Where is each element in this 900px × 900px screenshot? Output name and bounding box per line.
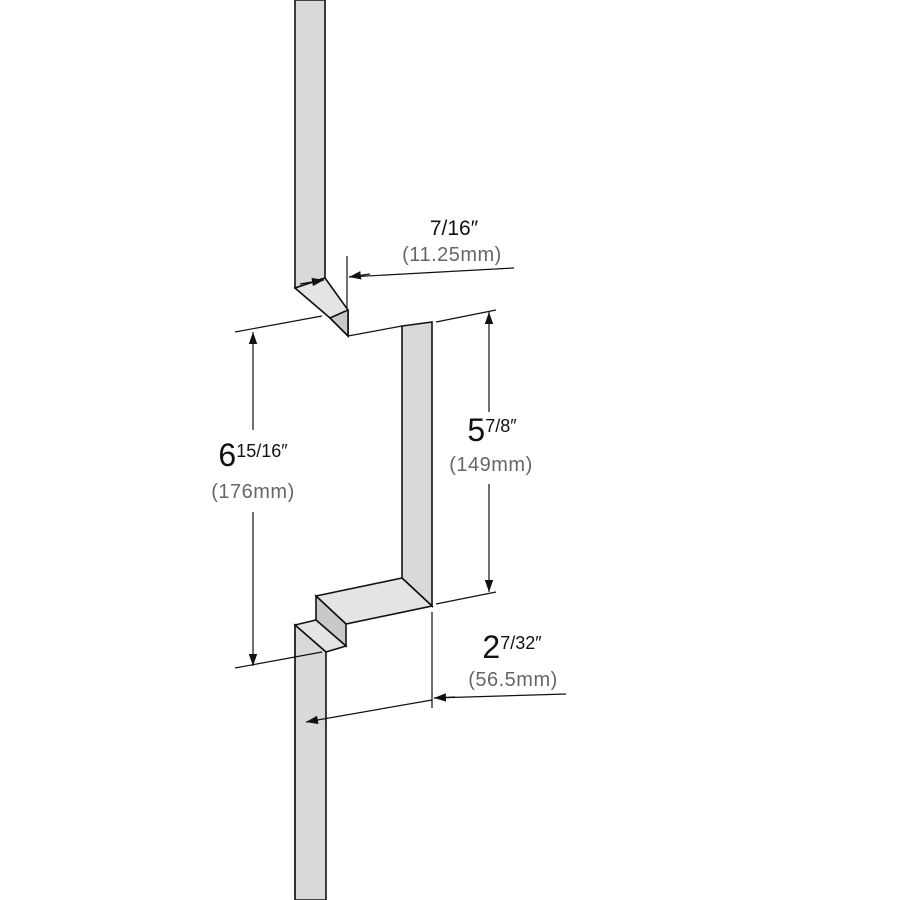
offset-arrow-left [305, 699, 433, 725]
lip-arrow-left [299, 277, 325, 287]
upper-strip-face [294, 0, 326, 290]
offset-arrow-right [433, 693, 456, 702]
dim-overall-height: 615/16″ (176mm) [211, 315, 323, 669]
inner-ext-top [435, 309, 497, 323]
upper-lip-side [328, 308, 349, 338]
offset-metric: (56.5mm) [468, 669, 558, 691]
inner-imperial: 57/8″ [467, 412, 517, 448]
lower-strip-face [294, 623, 327, 900]
upper-strip [293, 0, 349, 338]
middle-web [293, 321, 434, 653]
inner-fraction: 7/8″ [485, 416, 517, 436]
offset-leader [433, 693, 567, 699]
overall-ext-top [234, 315, 323, 333]
offset-whole: 2 [482, 629, 500, 665]
lower-strip [294, 623, 327, 900]
inner-whole: 5 [467, 412, 485, 448]
top-flange-edge [347, 325, 403, 337]
dim-offset-width: 27/32″ (56.5mm) [305, 612, 567, 725]
overall-metric: (176mm) [211, 481, 295, 503]
lip-arrow-right [348, 271, 371, 280]
inner-metric: (149mm) [449, 454, 533, 476]
dim-lip-depth: 7/16″ (11.25mm) [299, 217, 515, 308]
raised-face [401, 321, 433, 608]
overall-fraction: 15/16″ [236, 441, 288, 461]
lip-metric: (11.25mm) [402, 244, 502, 266]
offset-fraction: 7/32″ [500, 633, 542, 653]
overall-whole: 6 [218, 437, 236, 473]
lip-leader [348, 267, 515, 278]
lip-imperial: 7/16″ [430, 217, 479, 240]
inner-ext-bottom [435, 591, 497, 605]
dim-inner-height: 57/8″ (149mm) [435, 309, 533, 605]
offset-imperial: 27/32″ [482, 629, 542, 665]
overall-imperial: 615/16″ [218, 437, 288, 473]
